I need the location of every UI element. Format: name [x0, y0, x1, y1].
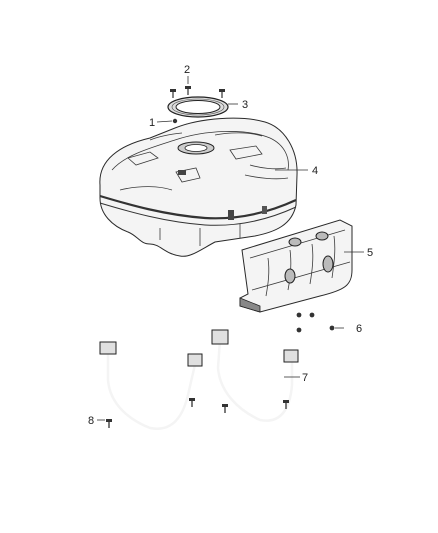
leader-lines [97, 76, 364, 421]
fuel-tank-4 [99, 117, 298, 257]
nut-group-6 [296, 312, 335, 333]
screw-right [219, 89, 225, 98]
fastener-group-2 [170, 86, 225, 98]
callout-labels: 1 2 3 4 5 6 7 8 [88, 64, 373, 427]
bolt-group-8 [106, 398, 289, 428]
callout-7: 7 [302, 372, 308, 384]
bolt-left-strap [189, 398, 195, 407]
screw-left [170, 89, 176, 98]
bolt-center [222, 404, 228, 413]
bolt-right-strap [283, 400, 289, 409]
skid-plate-5 [239, 219, 353, 313]
callout-8: 8 [88, 415, 94, 427]
screw-center [185, 86, 191, 95]
callout-3: 3 [242, 99, 248, 111]
bolt-callout-8 [106, 419, 112, 428]
callout-1: 1 [149, 117, 155, 129]
tank-strap-right-7 [211, 329, 299, 422]
callout-4: 4 [312, 165, 318, 177]
callout-6: 6 [356, 323, 362, 335]
callout-2: 2 [184, 64, 190, 76]
lock-ring-3 [167, 96, 229, 118]
tank-strap-left-7 [99, 341, 203, 430]
callout-5: 5 [367, 247, 373, 259]
